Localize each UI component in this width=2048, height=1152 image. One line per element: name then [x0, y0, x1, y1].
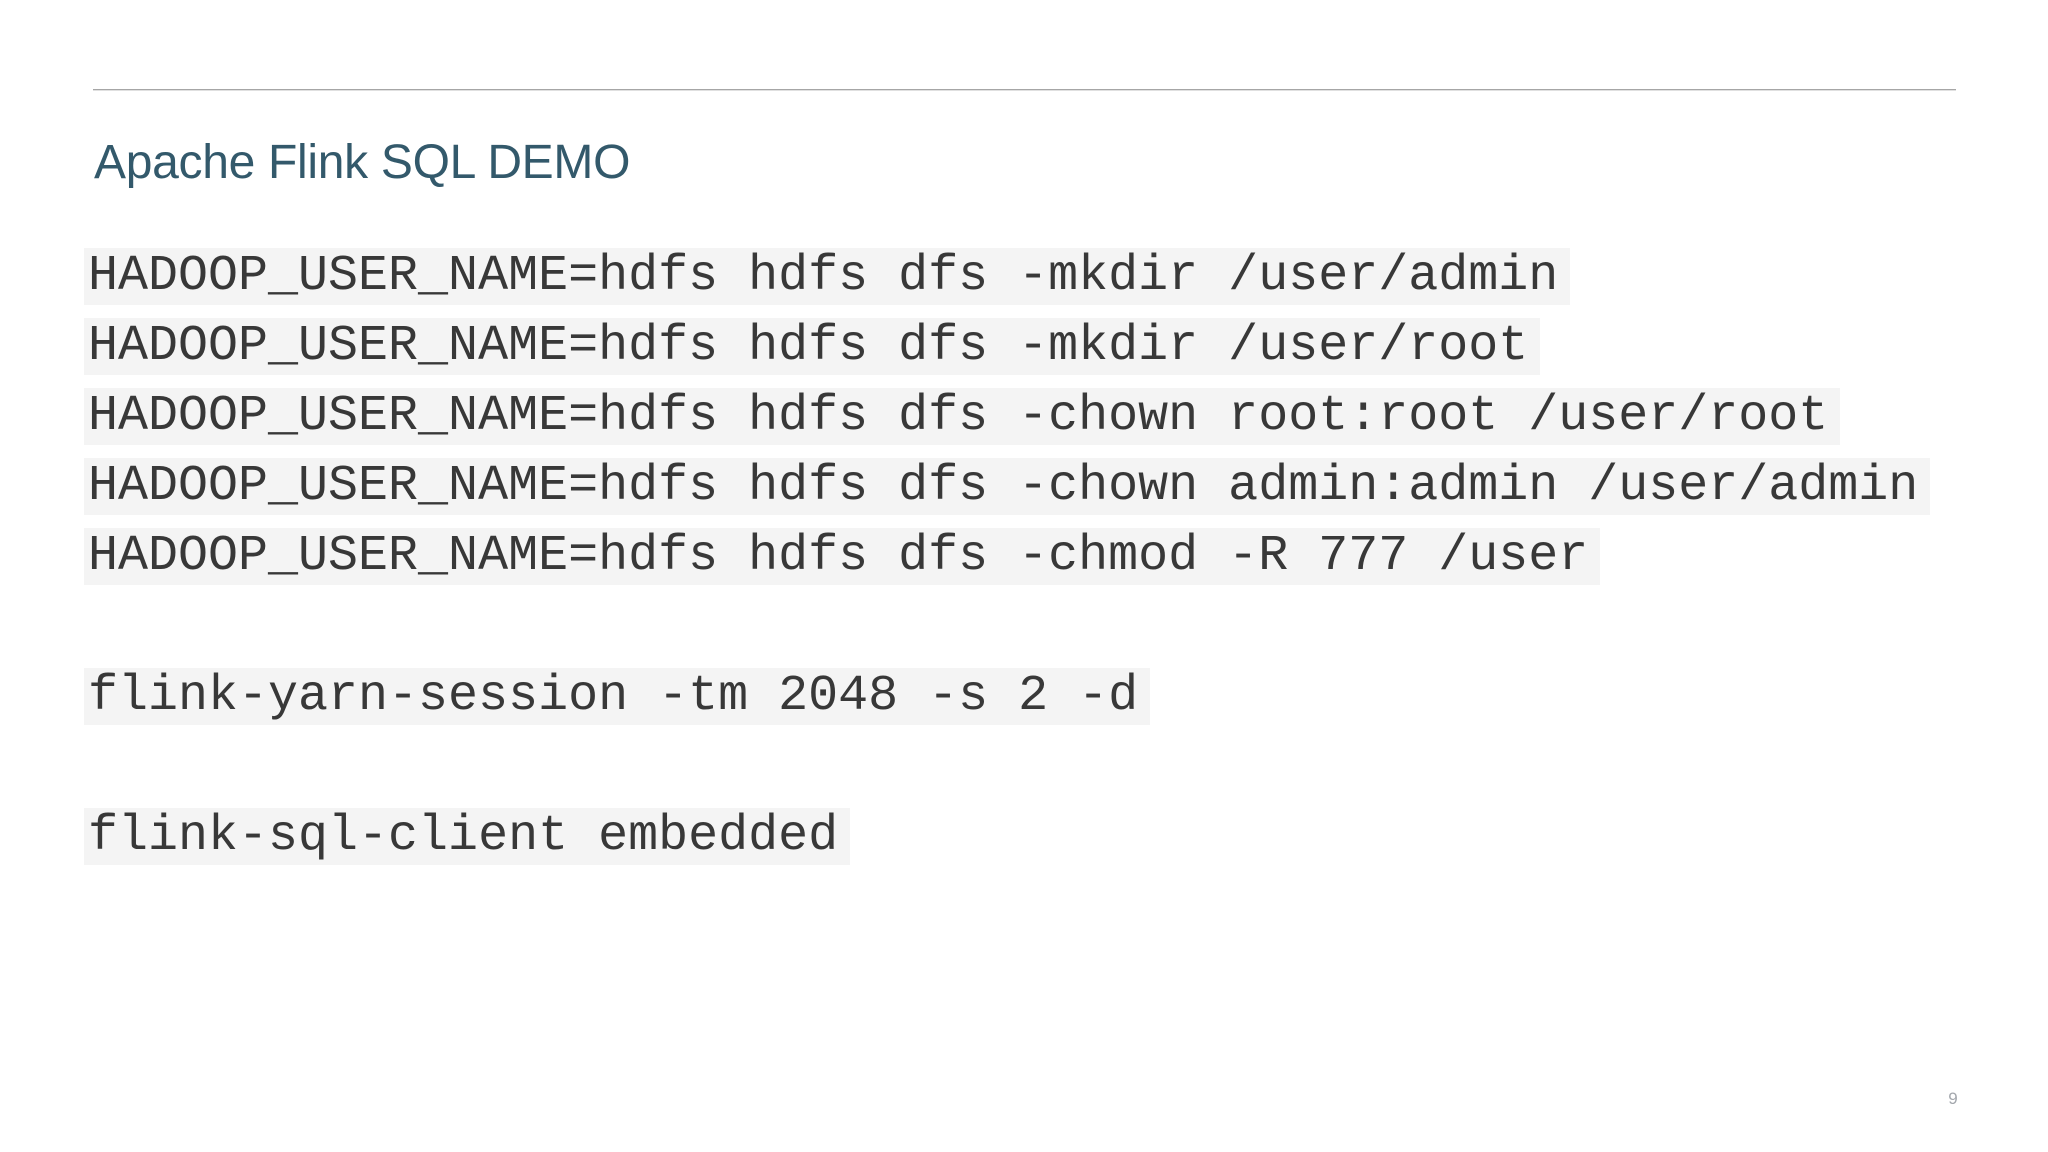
code-line-text: HADOOP_USER_NAME=hdfs hdfs dfs -mkdir /u…: [84, 318, 1541, 375]
code-block: HADOOP_USER_NAME=hdfs hdfs dfs -mkdir /u…: [84, 242, 1931, 872]
code-line: HADOOP_USER_NAME=hdfs hdfs dfs -chown ro…: [84, 382, 1930, 452]
code-line: HADOOP_USER_NAME=hdfs hdfs dfs -mkdir /u…: [84, 242, 1930, 312]
code-line-text: flink-yarn-session -tm 2048 -s 2 -d: [84, 668, 1151, 725]
code-line-text: flink-sql-client embedded: [84, 808, 851, 865]
code-line-blank: [84, 732, 1930, 802]
code-line-blank: [84, 592, 1930, 662]
code-line-text: HADOOP_USER_NAME=hdfs hdfs dfs -chown ad…: [84, 458, 1931, 515]
code-line: HADOOP_USER_NAME=hdfs hdfs dfs -chmod -R…: [84, 522, 1930, 592]
top-divider-rule: [93, 89, 1956, 91]
page-number: 9: [1948, 1089, 1958, 1108]
page-title: Apache Flink SQL DEMO: [94, 136, 631, 189]
code-line: flink-sql-client embedded: [84, 802, 1930, 872]
code-line: flink-yarn-session -tm 2048 -s 2 -d: [84, 662, 1930, 732]
code-line: HADOOP_USER_NAME=hdfs hdfs dfs -mkdir /u…: [84, 312, 1930, 382]
code-line-text: HADOOP_USER_NAME=hdfs hdfs dfs -mkdir /u…: [84, 248, 1571, 305]
code-line-text: HADOOP_USER_NAME=hdfs hdfs dfs -chmod -R…: [84, 528, 1601, 585]
code-line-text: HADOOP_USER_NAME=hdfs hdfs dfs -chown ro…: [84, 388, 1841, 445]
code-line: HADOOP_USER_NAME=hdfs hdfs dfs -chown ad…: [84, 452, 1931, 522]
